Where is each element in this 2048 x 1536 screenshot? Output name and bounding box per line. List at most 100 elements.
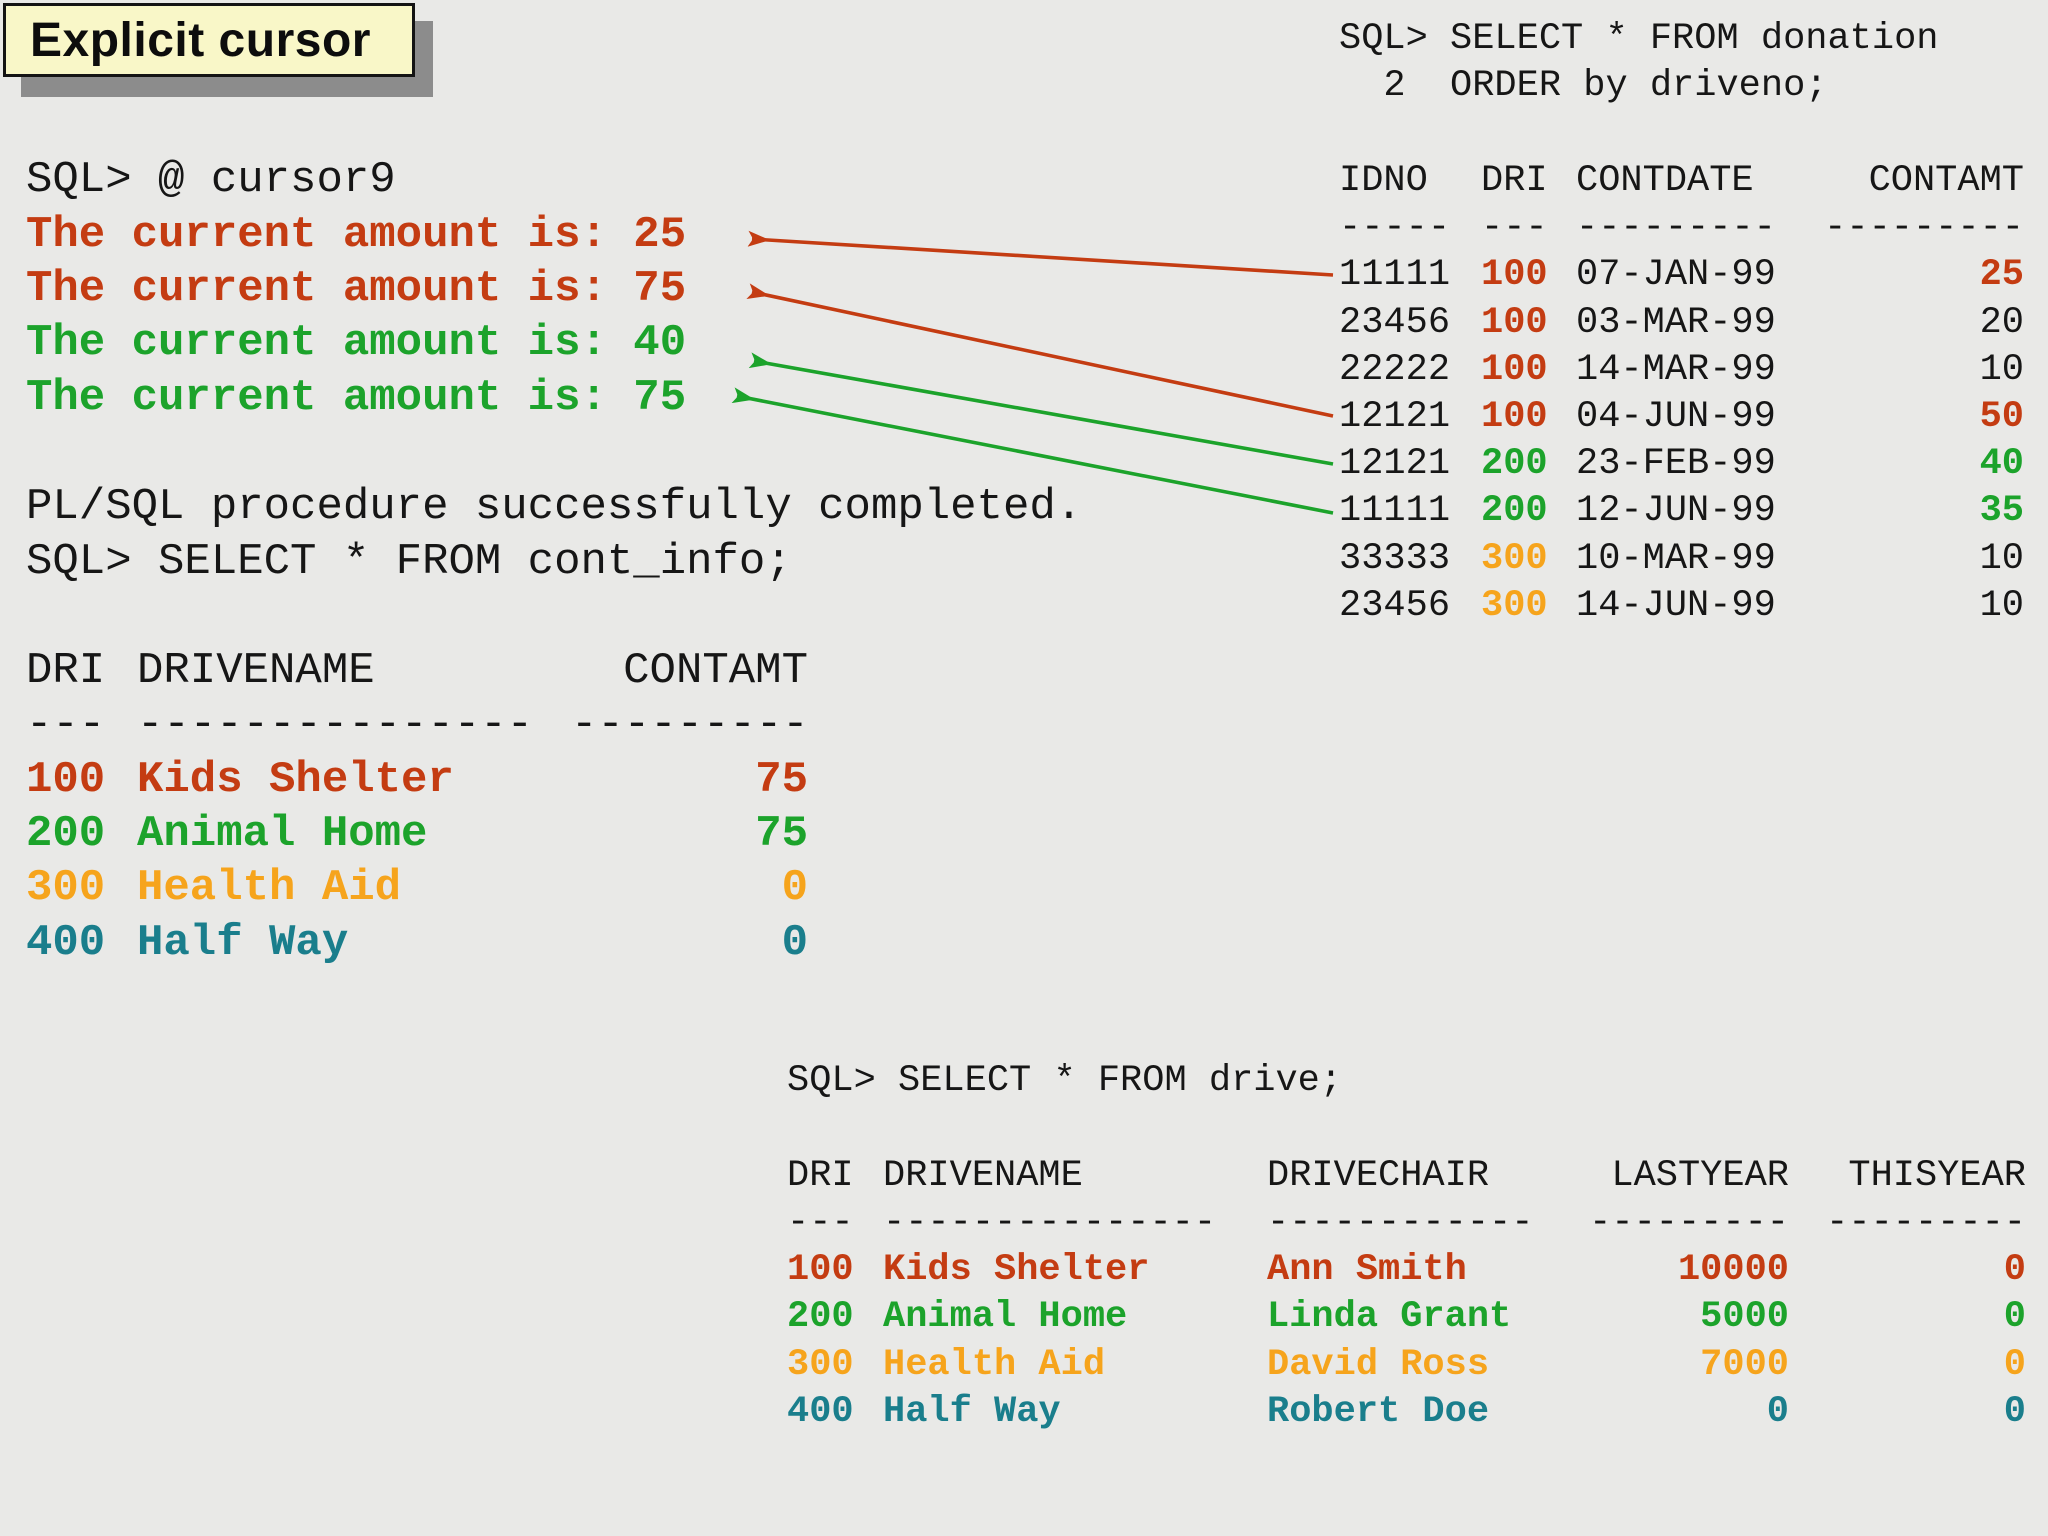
cell-contamt: 10 [1979,585,2024,627]
cell-contdate: 12-JUN-99 [1576,490,1776,532]
table-row: 33333 300 10-MAR-99 10 [1339,536,2039,818]
table-row: 100 Kids Shelter 75 [26,753,926,1023]
cell-dri: 100 [1481,254,1548,296]
table-row: 400 Half Way 0 [26,916,926,1186]
col-header-idno: IDNO [1339,160,1428,202]
table-row: 300 Health Aid David Ross 7000 0 [787,1342,2037,1536]
col-header-drivename: DRIVENAME [883,1155,1083,1197]
sqlplus-prompt-cursor9: SQL> @ cursor9 [26,155,396,205]
cell-dri: 300 [787,1344,854,1386]
arrow-red-row4-to-75 [746,283,1334,418]
sqlplus-select-cont-info: SQL> SELECT * FROM cont_info; [26,537,792,587]
dash-rule: ------------ [1267,1202,1534,1244]
cell-thisyear: 0 [2003,1344,2026,1386]
col-header-lastyear: LASTYEAR [1611,1155,1789,1197]
cell-dri: 300 [26,863,106,913]
cell-drivechair: David Ross [1267,1344,1490,1386]
output-amount-75-green: The current amount is: 75 [26,373,687,423]
cell-idno: 22222 [1339,349,1451,391]
cell-dri: 100 [1481,302,1548,344]
drive-header-row: DRI DRIVENAME DRIVECHAIR LASTYEAR THISYE… [787,1153,2037,1482]
cell-contamt: 35 [1979,490,2024,532]
table-row: 12121 100 04-JUN-99 50 [1339,394,2039,676]
cell-drivename: Half Way [883,1391,1061,1433]
dash-rule: --- [787,1202,854,1244]
title-plaque: Explicit cursor [3,3,415,77]
arrow-green-row5-to-40 [748,352,1334,466]
cell-dri: 400 [787,1391,854,1433]
cell-drivename: Health Aid [137,863,402,913]
cell-drivename: Health Aid [883,1344,1106,1386]
cell-lastyear: 0 [1766,1391,1789,1433]
cell-thisyear: 0 [2003,1249,2026,1291]
donation-header-row: IDNO DRI CONTDATE CONTAMT [1339,158,2039,440]
col-header-dri: DRI [26,646,106,696]
cell-contdate: 04-JUN-99 [1576,396,1776,438]
col-header-drivechair: DRIVECHAIR [1267,1155,1490,1197]
cell-contamt: 25 [1979,254,2024,296]
cell-dri: 100 [1481,396,1548,438]
dash-rule: --------- [1589,1202,1789,1244]
cell-idno: 11111 [1339,490,1451,532]
cell-contamt: 40 [1979,443,2024,485]
cell-contamt: 10 [1979,349,2024,391]
cell-contamt: 20 [1979,302,2024,344]
cell-dri: 100 [787,1249,854,1291]
cell-contdate: 14-MAR-99 [1576,349,1776,391]
cell-drivechair: Robert Doe [1267,1391,1490,1433]
cell-dri: 300 [1481,538,1548,580]
cell-idno: 33333 [1339,538,1451,580]
dash-rule: --------- [1824,207,2024,249]
cell-drivename: Kids Shelter [883,1249,1150,1291]
cell-idno: 23456 [1339,585,1451,627]
page-title: Explicit cursor [30,13,371,67]
plsql-completed-line: PL/SQL procedure successfully completed. [26,482,1083,532]
cell-dri: 400 [26,918,106,968]
cell-lastyear: 10000 [1677,1249,1789,1291]
col-header-contdate: CONTDATE [1576,160,1754,202]
cell-drivename: Kids Shelter [137,755,454,805]
drive-dash-row: --- --------------- ------------ -------… [787,1200,2037,1529]
cell-lastyear: 5000 [1700,1296,1789,1338]
table-row: 11111 200 12-JUN-99 35 [1339,488,2039,770]
dash-rule: --------- [1826,1202,2026,1244]
output-amount-75-red: The current amount is: 75 [26,264,687,314]
sqlplus-select-donation: SQL> SELECT * FROM donation [1339,18,1939,60]
dash-rule: --------- [571,700,809,750]
cell-contdate: 14-JUN-99 [1576,585,1776,627]
dash-rule: --------------- [137,700,534,750]
cell-thisyear: 0 [2003,1391,2026,1433]
table-row: 400 Half Way Robert Doe 0 0 [787,1389,2037,1536]
cell-dri: 200 [26,809,106,859]
donation-dash-row: ----- --- --------- --------- [1339,205,2039,487]
cell-contamt: 75 [755,809,808,859]
cell-dri: 200 [787,1296,854,1338]
cell-dri: 100 [1481,349,1548,391]
cell-dri: 200 [1481,443,1548,485]
cell-thisyear: 0 [2003,1296,2026,1338]
sqlplus-select-drive: SQL> SELECT * FROM drive; [787,1060,1343,1102]
cell-idno: 12121 [1339,443,1451,485]
sqlplus-order-by-line: 2 ORDER by driveno; [1339,65,1828,107]
table-row: 200 Animal Home Linda Grant 5000 0 [787,1294,2037,1536]
cell-contdate: 03-MAR-99 [1576,302,1776,344]
cell-dri: 200 [1481,490,1548,532]
table-row: 23456 300 14-JUN-99 10 [1339,583,2039,865]
table-row: 200 Animal Home 75 [26,807,926,1077]
col-header-contamt: CONTAMT [623,646,808,696]
cell-contamt: 10 [1979,538,2024,580]
cell-dri: 100 [26,755,106,805]
output-amount-40: The current amount is: 40 [26,318,687,368]
cell-dri: 300 [1481,585,1548,627]
cell-drivename: Animal Home [137,809,428,859]
table-row: 12121 200 23-FEB-99 40 [1339,441,2039,723]
table-row: 22222 100 14-MAR-99 10 [1339,347,2039,629]
table-row: 100 Kids Shelter Ann Smith 10000 0 [787,1247,2037,1536]
cont-info-dash-row: --- --------------- --------- [26,698,926,968]
cell-idno: 12121 [1339,396,1451,438]
cell-contdate: 23-FEB-99 [1576,443,1776,485]
cell-idno: 23456 [1339,302,1451,344]
cell-drivechair: Linda Grant [1267,1296,1512,1338]
dash-rule: --------------- [883,1202,1217,1244]
